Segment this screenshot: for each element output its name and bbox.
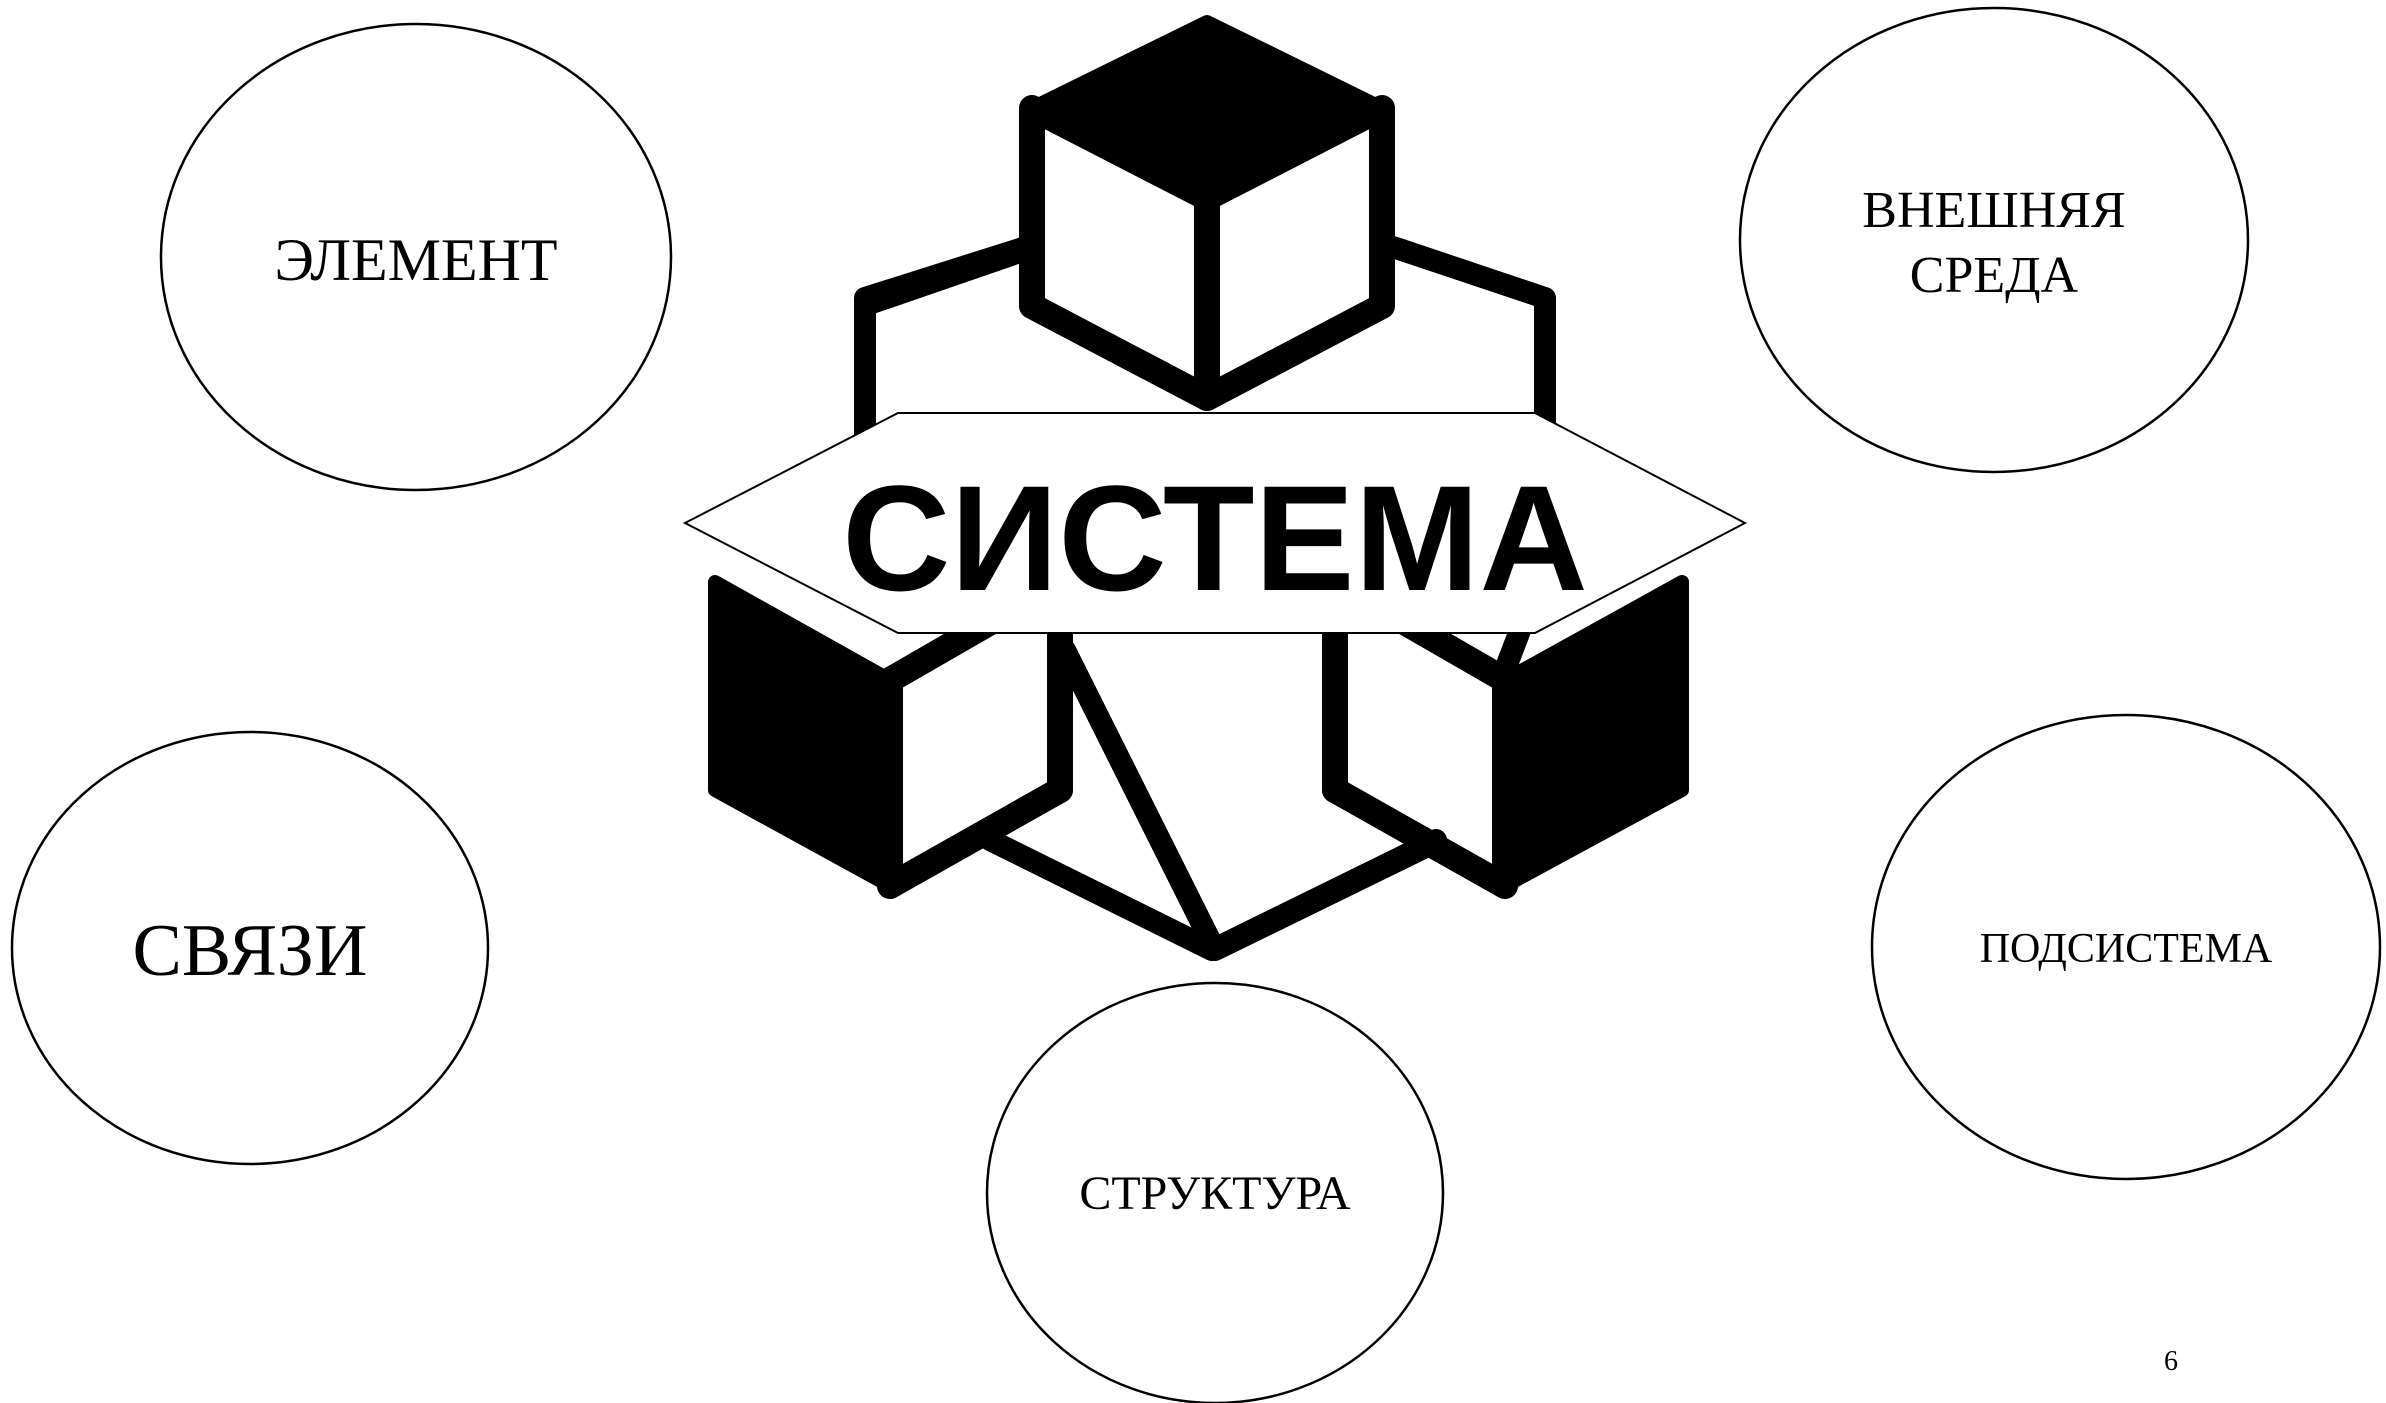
label-external-environment-line2: СРЕДА bbox=[1910, 247, 2079, 304]
page-number: 6 bbox=[2164, 1346, 2178, 1377]
concept-subsystem: ПОДСИСТЕМА bbox=[1870, 713, 2382, 1181]
label-element: ЭЛЕМЕНТ bbox=[274, 227, 557, 293]
concept-element: ЭЛЕМЕНТ bbox=[159, 22, 673, 492]
cubes-system-icon: СИСТЕМА bbox=[682, 15, 1748, 961]
frame-bottom bbox=[979, 829, 1447, 961]
label-external-environment-line1: ВНЕШНЯЯ bbox=[1862, 182, 2125, 239]
top-cube bbox=[1019, 15, 1395, 411]
label-structure: СТРУКТУРА bbox=[1079, 1167, 1351, 1220]
concept-structure: СТРУКТУРА bbox=[985, 981, 1445, 1403]
label-links: СВЯЗИ bbox=[133, 910, 368, 992]
title-banner bbox=[682, 412, 1748, 634]
ellipse-external-environment bbox=[1738, 6, 2250, 474]
concept-links: СВЯЗИ bbox=[10, 730, 490, 1166]
ellipse-subsystem bbox=[1870, 713, 2382, 1181]
ellipse-links bbox=[10, 730, 490, 1166]
title-text: СИСТЕМА bbox=[842, 454, 1588, 622]
frame-left-top bbox=[855, 234, 1051, 316]
concept-external-environment: ВНЕШНЯЯ СРЕДА bbox=[1738, 6, 2250, 474]
label-subsystem: ПОДСИСТЕМА bbox=[1980, 926, 2273, 972]
ellipse-element bbox=[159, 22, 673, 492]
ellipse-structure bbox=[985, 981, 1445, 1403]
right-cube bbox=[1322, 569, 1689, 899]
